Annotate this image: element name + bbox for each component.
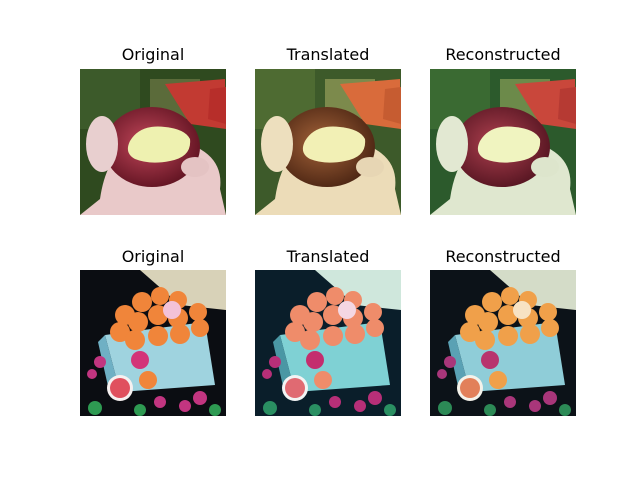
oranges-original-image: [80, 270, 226, 416]
apple-reconstructed-image: [430, 69, 576, 215]
panel-title: Original: [121, 45, 185, 64]
panel-title: Translated: [286, 45, 370, 64]
oranges-translated-image: [255, 270, 401, 416]
panel-title: Original: [121, 247, 185, 266]
apple-translated-image: [255, 69, 401, 215]
panel-title: Reconstructed: [445, 45, 561, 64]
panel-title: Translated: [286, 247, 370, 266]
apple-original-image: [80, 69, 226, 215]
panel-title: Reconstructed: [445, 247, 561, 266]
oranges-reconstructed-image: [430, 270, 576, 416]
